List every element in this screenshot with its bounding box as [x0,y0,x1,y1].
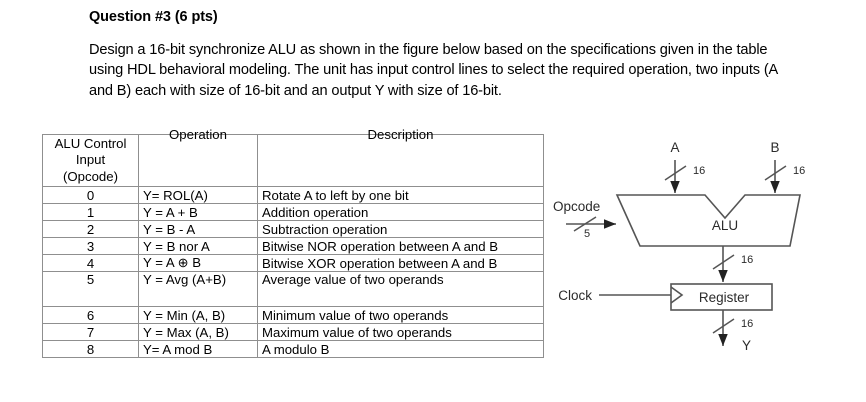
alu-body-shape [615,194,801,247]
table-row: 8 Y= A mod B A modulo B [42,340,544,358]
diagram-input-a-label: A [670,140,679,155]
cell-description: Minimum value of two operands [257,306,544,324]
cell-opcode: 7 [42,323,139,341]
cell-operation: Y = Avg (A+B) [138,271,258,307]
register-output-bus-slash-icon [712,318,735,334]
cell-opcode: 4 [42,254,139,272]
cell-description: Bitwise XOR operation between A and B [257,254,544,272]
input-b-width-label: 16 [793,165,805,177]
cell-operation: Y = A + B [138,203,258,221]
column-header-opcode-line3: (Opcode) [63,168,118,184]
cell-operation: Y = Min (A, B) [138,306,258,324]
cell-description: Bitwise NOR operation between A and B [257,237,544,255]
cell-description: Rotate A to left by one bit [257,186,544,204]
cell-opcode: 8 [42,340,139,358]
cell-operation: Y = Max (A, B) [138,323,258,341]
table-row: 1 Y = A + B Addition operation [42,203,544,221]
cell-opcode: 1 [42,203,139,221]
question-body-text: Design a 16-bit synchronize ALU as shown… [89,42,778,99]
cell-opcode: 2 [42,220,139,238]
input-b-bus-slash-icon [764,165,787,181]
column-header-opcode: ALU Control Input (Opcode) [42,134,139,187]
input-a-width-label: 16 [693,165,705,177]
alu-output-width-label: 16 [741,254,753,266]
register-box [670,283,773,311]
cell-opcode: 3 [42,237,139,255]
cell-opcode: 6 [42,306,139,324]
column-header-opcode-line1: ALU Control [54,135,127,151]
table-row: 2 Y = B - A Subtraction operation [42,220,544,238]
cell-opcode: 5 [42,271,139,307]
table-row: 0 Y= ROL(A) Rotate A to left by one bit [42,186,544,204]
table-row: 5 Y = Avg (A+B) Average value of two ope… [42,271,544,307]
cell-description: Maximum value of two operands [257,323,544,341]
table-header-row: ALU Control Input (Opcode) Operation Des… [42,127,544,187]
column-header-operation-label: Operation [169,126,227,142]
column-header-operation: Operation [138,127,258,187]
table-row: 6 Y = Min (A, B) Minimum value of two op… [42,306,544,324]
cell-description: Subtraction operation [257,220,544,238]
column-header-description: Description [257,127,544,187]
cell-opcode: 0 [42,186,139,204]
cell-operation: Y = B - A [138,220,258,238]
register-label: Register [699,290,750,305]
cell-operation: Y = A ⊕ B [138,254,258,272]
table-row: 3 Y = B nor A Bitwise NOR operation betw… [42,237,544,255]
table-row: 7 Y = Max (A, B) Maximum value of two op… [42,323,544,341]
cell-operation: Y= A mod B [138,340,258,358]
column-header-description-label: Description [367,126,434,142]
page-title: Question #3 (6 pts) [89,9,218,25]
cell-description: Average value of two operands [257,271,544,307]
register-output-width-label: 16 [741,318,753,330]
diagram-clock-label: Clock [558,288,592,303]
alu-output-bus-slash-icon [712,254,735,270]
column-header-opcode-line2: Input [75,152,106,168]
opcode-bus-slash-icon [573,216,597,232]
cell-operation: Y = B nor A [138,237,258,255]
spec-table-container: ALU Control Input (Opcode) Operation Des… [42,127,544,358]
table-body: 0 Y= ROL(A) Rotate A to left by one bit … [42,186,544,358]
table-header: ALU Control Input (Opcode) Operation Des… [42,127,544,187]
diagram-output-y-label: Y [742,338,751,353]
alu-label: ALU [712,218,738,233]
cell-description: A modulo B [257,340,544,358]
opcode-width-label: 5 [584,228,590,240]
diagram-input-b-label: B [770,140,779,155]
cell-operation: Y= ROL(A) [138,186,258,204]
diagram-opcode-label: Opcode [553,199,600,214]
input-a-bus-slash-icon [664,165,687,181]
cell-description: Addition operation [257,203,544,221]
table-row: 4 Y = A ⊕ B Bitwise XOR operation betwee… [42,254,544,272]
alu-operation-table: ALU Control Input (Opcode) Operation Des… [42,127,544,358]
clock-edge-triangle-icon [670,286,684,304]
alu-block-diagram: A 16 B 16 Opcode 5 ALU 16 Clock Register… [552,130,862,365]
